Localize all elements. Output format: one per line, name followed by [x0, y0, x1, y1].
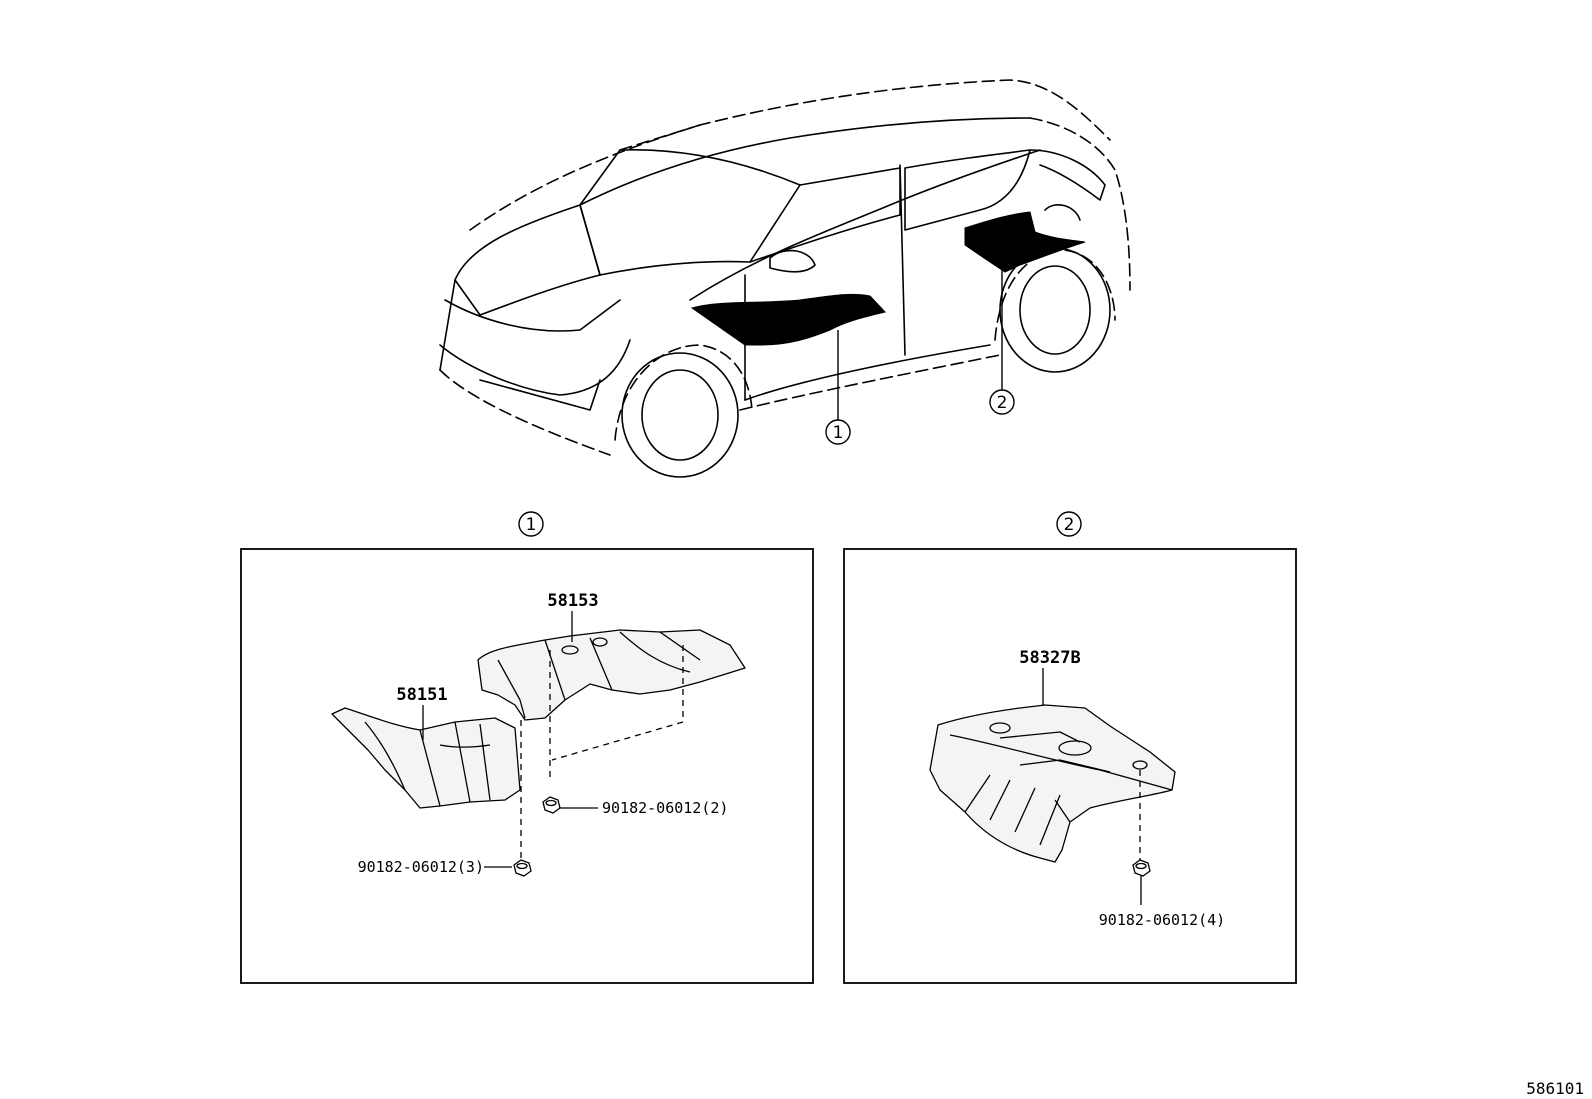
- vehicle-illustration: [439, 79, 1131, 478]
- svg-text:2: 2: [1064, 515, 1075, 535]
- nut-part-number-panel-1-b: 90182-06012(3): [358, 858, 484, 876]
- silencer-area-rear: [964, 211, 1086, 273]
- nut-icon: [513, 859, 532, 877]
- panel-1-assembly-lines: [520, 645, 684, 860]
- nut-part-number-panel-1-a: 90182-06012(2): [602, 799, 728, 817]
- insulator-58153-shape: [477, 629, 746, 721]
- part-number-58151: 58151: [396, 685, 447, 705]
- nut-icon: [542, 796, 561, 814]
- svg-text:1: 1: [833, 423, 844, 443]
- callout-2-vehicle: 2: [989, 389, 1015, 415]
- panel-1-frame: [240, 548, 814, 984]
- panel-2-leaders: [1042, 668, 1142, 905]
- insulator-58151-shape: [331, 707, 521, 809]
- nut-part-number-panel-2: 90182-06012(4): [1099, 911, 1225, 929]
- callout-1-vehicle: 1: [825, 419, 851, 445]
- callout-1-panel-header: 1: [518, 511, 544, 537]
- illustration-code: 586101: [1526, 1079, 1584, 1098]
- insulator-58327b-shape: [929, 704, 1176, 863]
- part-number-58327b: 58327B: [1019, 648, 1080, 668]
- svg-text:1: 1: [526, 515, 537, 535]
- svg-text:2: 2: [997, 393, 1008, 413]
- callout-2-panel-header: 2: [1056, 511, 1082, 537]
- panel-2-frame: [843, 548, 1297, 984]
- nut-icon: [1132, 859, 1151, 877]
- panel-1-leaders: [422, 611, 598, 868]
- silencer-area-front: [690, 293, 886, 346]
- part-number-58153: 58153: [547, 591, 598, 611]
